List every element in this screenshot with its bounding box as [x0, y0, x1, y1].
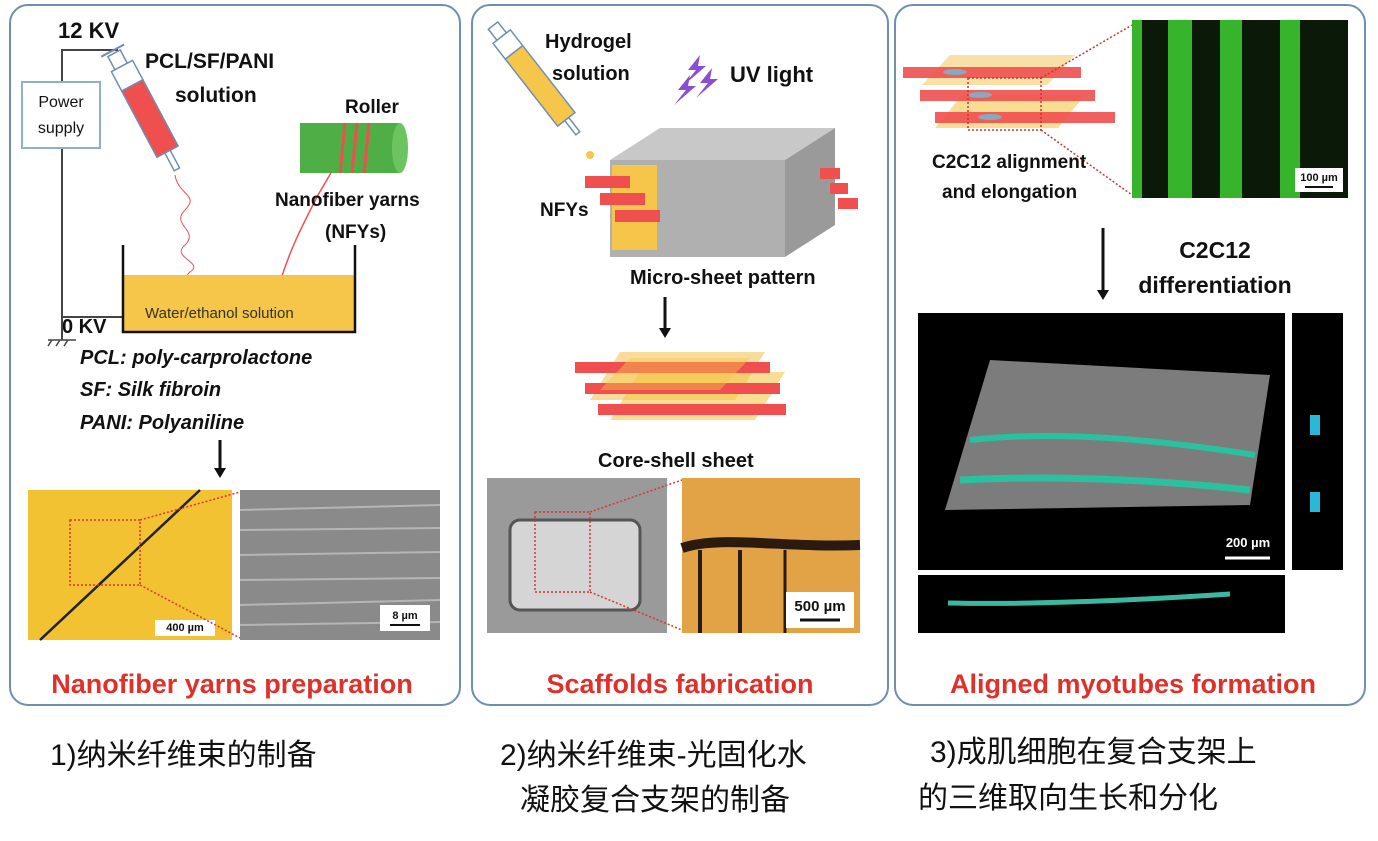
legend-line: PANI: Polyaniline [80, 412, 244, 434]
confocal-3d-image: 200 µm [918, 313, 1285, 570]
alignment-label: and elongation [942, 182, 1077, 203]
sem-image-yarn: 8 µm [239, 490, 441, 640]
scale-bar-label: 200 µm [1226, 535, 1270, 550]
differentiation-label: C2C12 [1179, 237, 1251, 263]
power-supply-box [21, 81, 101, 149]
caption-3: 3)成肌细胞在复合支架上 [930, 736, 1257, 769]
nfys-label: NFYs [540, 200, 589, 221]
caption-2: 2)纳米纤维束-光固化水 [500, 739, 807, 772]
yarns-label: Nanofiber yarns [275, 190, 420, 211]
bath-label: Water/ethanol solution [145, 305, 294, 322]
scaffold-schematic: Hydrogel solution UV light NFYs Micro-sh… [487, 20, 861, 699]
caption-1: 1)纳米纤维束的制备 [50, 739, 317, 772]
scale-bar-label: 8 µm [392, 610, 418, 622]
differentiation-label: differentiation [1138, 272, 1291, 298]
hydrogel-label: Hydrogel [545, 31, 632, 53]
arrow-down-icon [659, 297, 671, 338]
roller-label: Roller [345, 97, 399, 118]
voltage-low-label: 0 KV [62, 316, 107, 338]
solution-label: solution [175, 84, 257, 107]
uv-light-icon [674, 55, 718, 105]
solution-label: PCL/SF/PANI [145, 50, 274, 73]
scale-bar-label: 400 µm [166, 622, 204, 634]
power-supply-label: supply [38, 120, 84, 137]
yarns-label: (NFYs) [325, 222, 386, 243]
core-shell-sheet-icon [575, 352, 786, 420]
ground-icon [47, 339, 76, 347]
sheet-label: Core-shell sheet [598, 450, 754, 472]
scaffold-micrograph: 500 µm [680, 478, 861, 633]
pattern-label: Micro-sheet pattern [630, 267, 816, 289]
panel-1-title: Nanofiber yarns preparation [51, 669, 413, 699]
confocal-side-view [1292, 313, 1343, 570]
panel-2-title: Scaffolds fabrication [546, 669, 813, 699]
scaffold-photo [487, 478, 683, 633]
optical-image-yarn: 400 µm [28, 489, 241, 641]
panel-3-title: Aligned myotubes formation [950, 669, 1316, 699]
caption-3: 的三维取向生长和分化 [918, 782, 1218, 815]
alignment-label: C2C12 alignment [932, 152, 1087, 173]
bath-container [121, 245, 357, 334]
voltage-high-label: 12 KV [58, 18, 119, 43]
confocal-bottom-view [918, 575, 1285, 633]
hydrogel-label: solution [552, 63, 630, 85]
scale-bar-label: 100 µm [1300, 172, 1338, 184]
syringe-icon [487, 20, 581, 136]
micro-sheet-mold [585, 128, 858, 257]
aligned-cells-icon [903, 24, 1133, 196]
legend-line: PCL: poly-carprolactone [80, 347, 312, 369]
power-supply-label: Power [38, 94, 84, 111]
caption-2: 凝胶复合支架的制备 [520, 784, 790, 817]
scale-bar-label: 500 µm [794, 598, 845, 615]
bath-solution [124, 275, 354, 331]
uv-label: UV light [730, 62, 814, 87]
syringe-icon [100, 43, 181, 172]
electrospinning-schematic: 12 KV Power supply 0 KV PCL/SF/PANI solu… [21, 18, 441, 699]
roller-icon [300, 122, 408, 174]
arrow-down-icon [214, 440, 226, 478]
myotube-schematic: C2C12 alignment and elongation 100 µm C2… [903, 20, 1348, 699]
fluorescence-image: 100 µm [1132, 20, 1348, 198]
arrow-down-icon [1097, 228, 1109, 300]
legend-line: SF: Silk fibroin [80, 379, 221, 401]
